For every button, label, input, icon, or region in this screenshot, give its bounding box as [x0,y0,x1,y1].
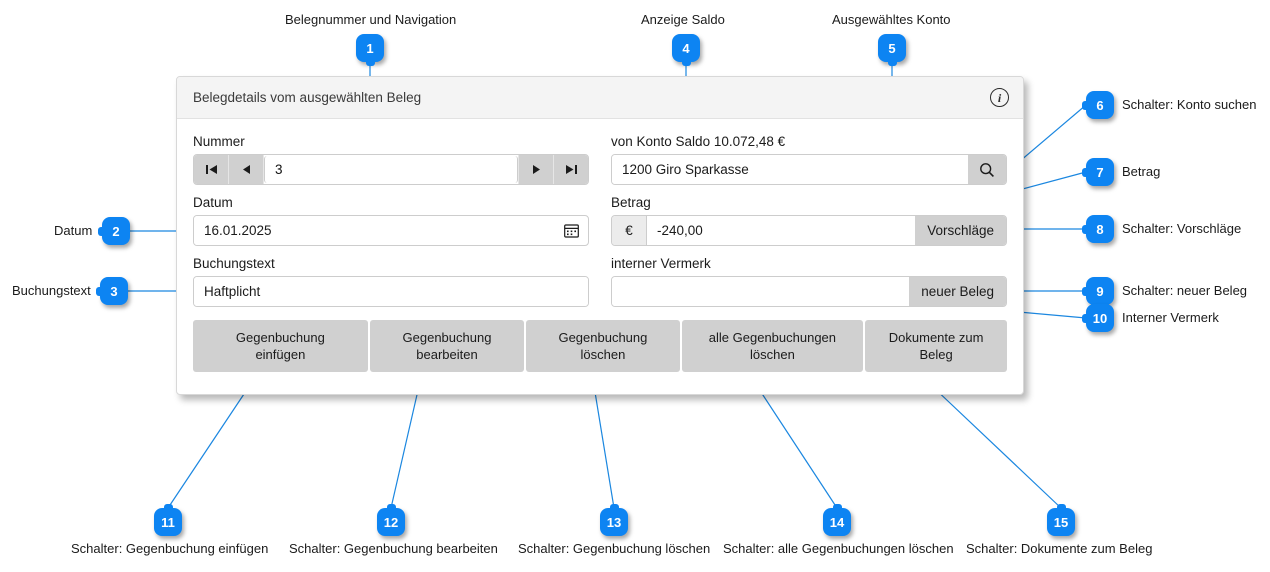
callout-label-15: Schalter: Dokumente zum Beleg [966,541,1153,556]
buchungstext-label: Buchungstext [193,256,275,271]
dialog-title: Belegdetails vom ausgewählten Beleg [193,90,422,105]
datum-label: Datum [193,195,233,210]
betrag-input[interactable]: -240,00 [647,216,916,245]
gegenbuchung-einfuegen-button[interactable]: Gegenbuchung einfügen [193,320,368,372]
callout-badge-12: 12 [377,504,405,536]
callout-badge-7: 7 [1082,158,1114,186]
callout-label-13: Schalter: Gegenbuchung löschen [518,541,711,556]
vermerk-input[interactable] [612,277,910,306]
connector-12 [390,385,420,509]
callout-label-14: Schalter: alle Gegenbuchungen löschen [723,541,954,556]
konto-field-group: von Konto Saldo 10.072,48 € 1200 Giro Sp… [611,133,1007,185]
vorschlaege-button[interactable]: Vorschläge [915,216,1006,245]
callout-badge-14: 14 [823,504,851,536]
action-button-bar: Gegenbuchung einfügen Gegenbuchung bearbei… [193,320,1008,372]
vermerk-field-group: interner Vermerk neuer Beleg [611,255,1007,307]
callout-badge-9: 9 [1082,277,1114,305]
btn-line1: Gegenbuchung [235,330,325,345]
connector-11 [167,387,249,509]
connector-14 [756,385,838,509]
dialog-header: Belegdetails vom ausgewählten Beleg i [177,77,1023,119]
callout-label-6: Schalter: Konto suchen [1122,97,1257,112]
callout-label-12: Schalter: Gegenbuchung bearbeiten [289,541,498,556]
btn-line2: löschen [580,347,626,362]
neuer-beleg-button[interactable]: neuer Beleg [909,277,1006,306]
btn-line1: Gegenbuchung [558,330,648,345]
betrag-control: € -240,00 Vorschläge [611,215,1007,246]
gegenbuchung-bearbeiten-button[interactable]: Gegenbuchung bearbeiten [369,320,525,372]
callout-label-2: Datum [54,223,93,238]
beleg-details-dialog: Belegdetails vom ausgewählten Beleg i Nu… [176,76,1024,395]
search-icon[interactable] [968,155,1006,184]
datum-input[interactable]: 16.01.2025 [194,216,564,245]
connector-13 [593,385,615,509]
callout-badge-1: 1 [356,34,384,66]
callout-label-10: Interner Vermerk [1122,310,1219,325]
btn-line1: alle Gegenbuchungen [708,330,837,345]
next-record-icon[interactable] [518,155,553,184]
previous-record-icon[interactable] [229,155,264,184]
callout-badge-5: 5 [878,34,906,66]
btn-line2: Beleg [919,347,953,362]
callout-badge-2: 2 [98,217,130,245]
btn-line2: löschen [750,347,795,362]
nummer-field-group: Nummer 3 [193,133,589,185]
left-column: Nummer 3 [193,133,589,316]
callout-badge-10: 10 [1082,304,1114,332]
buchungstext-input[interactable]: Haftplicht [194,277,588,306]
betrag-label: Betrag [611,195,651,210]
connector-15 [931,385,1062,509]
callout-label-9: Schalter: neuer Beleg [1122,283,1248,298]
currency-symbol: € [612,216,647,245]
nummer-navigator: 3 [193,154,589,185]
datum-control: 16.01.2025 [193,215,589,246]
callout-label-11: Schalter: Gegenbuchung einfügen [71,541,269,556]
alle-gegenbuchungen-loeschen-button[interactable]: alle Gegenbuchungen löschen [681,320,864,372]
first-record-icon[interactable] [194,155,229,184]
calendar-icon[interactable] [564,216,588,245]
callout-label-5: Ausgewähltes Konto [832,12,951,27]
btn-line1: Gegenbuchung [402,330,492,345]
nummer-label: Nummer [193,134,245,149]
vermerk-control: neuer Beleg [611,276,1007,307]
callout-badge-4: 4 [672,34,700,66]
btn-line2: bearbeiten [416,347,478,362]
callout-label-1: Belegnummer und Navigation [285,12,457,27]
konto-input[interactable]: 1200 Giro Sparkasse [612,155,968,184]
callout-label-8: Schalter: Vorschläge [1122,221,1242,236]
buchungstext-control: Haftplicht [193,276,589,307]
btn-line2: einfügen [255,347,306,362]
callout-badge-15: 15 [1047,504,1075,536]
datum-field-group: Datum 16.01.2025 [193,194,589,246]
gegenbuchung-loeschen-button[interactable]: Gegenbuchung löschen [526,320,680,372]
callout-badge-13: 13 [600,504,628,536]
callout-badge-6: 6 [1082,91,1114,119]
buchungstext-field-group: Buchungstext Haftplicht [193,255,589,307]
callout-label-7: Betrag [1122,164,1161,179]
right-column: von Konto Saldo 10.072,48 € 1200 Giro Sp… [611,133,1007,316]
betrag-field-group: Betrag € -240,00 Vorschläge [611,194,1007,246]
callout-badge-8: 8 [1082,215,1114,243]
btn-line1: Dokumente zum [888,330,984,345]
nummer-input[interactable]: 3 [264,156,518,183]
callout-label-3: Buchungstext [12,283,91,298]
konto-control: 1200 Giro Sparkasse [611,154,1007,185]
vermerk-label: interner Vermerk [611,256,711,271]
konto-saldo-label: von Konto Saldo 10.072,48 € [611,134,786,149]
callout-label-4: Anzeige Saldo [641,12,725,27]
dialog-body: Nummer 3 [177,119,1023,372]
callout-badge-3: 3 [96,277,128,305]
last-record-icon[interactable] [553,155,588,184]
info-icon[interactable]: i [990,88,1009,107]
callout-badge-11: 11 [154,504,182,536]
